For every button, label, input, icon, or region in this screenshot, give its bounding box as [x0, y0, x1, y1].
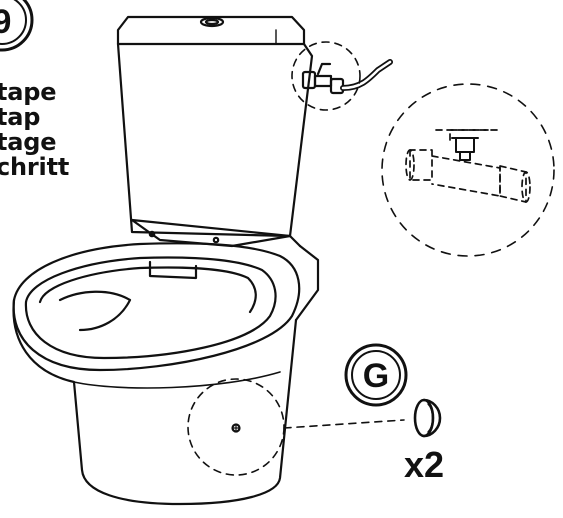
part-letter: G [363, 357, 389, 395]
valve-callout-small [291, 41, 361, 111]
valve-spindle-icon [451, 137, 479, 161]
step-number: 9 [0, 3, 11, 41]
step-label-list: tape tap tage chritt [0, 80, 69, 180]
bowl-rim [12, 242, 301, 372]
cover-cap-icon [413, 398, 442, 438]
bowl-pedestal [12, 298, 298, 506]
valve-detail-icon [405, 129, 531, 203]
step-label: tape [0, 78, 57, 106]
fixing-callout [187, 378, 285, 476]
part-quantity: x2 [404, 444, 445, 485]
step-label: tage [0, 128, 57, 156]
valve-callout-large [381, 83, 555, 257]
cistern-body [116, 42, 314, 238]
part-badge [344, 343, 408, 407]
step-number-badge [0, 0, 34, 52]
step-label: tap [0, 103, 41, 131]
flush-button-icon [199, 16, 225, 28]
inlet-valve-icon [301, 59, 393, 95]
step-label: chritt [0, 153, 70, 181]
leader-line [283, 419, 405, 429]
